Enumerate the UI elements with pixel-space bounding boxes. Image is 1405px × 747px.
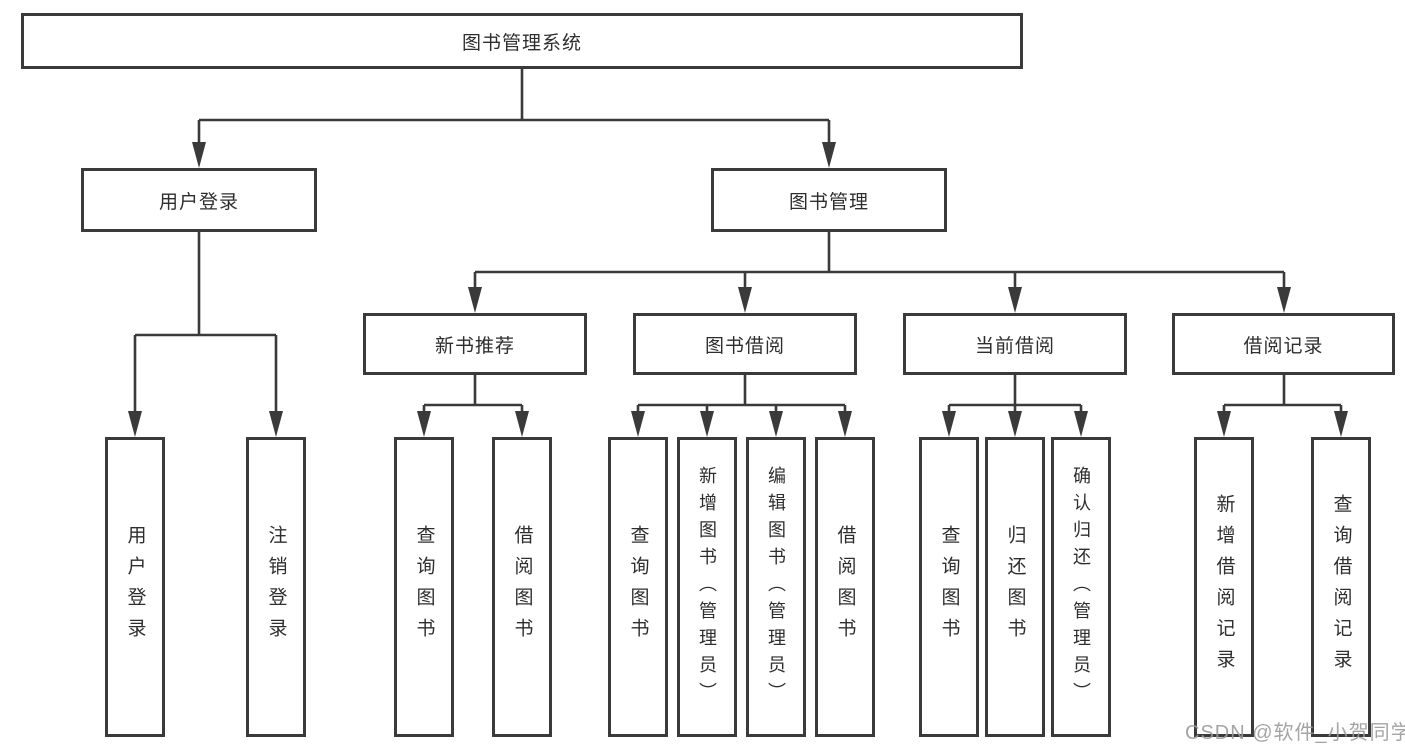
node-borrow-records: 借阅记录 xyxy=(1172,313,1395,375)
csdn-watermark: CSDN @软件_小贺同学 xyxy=(1185,722,1405,744)
leaf-query-books-recommend-label: 查询图书 xyxy=(413,525,435,649)
leaf-logout: 注销登录 xyxy=(246,437,306,737)
leaf-query-books-current: 查询图书 xyxy=(919,437,979,737)
leaf-add-borrow-record-label: 新增借阅记录 xyxy=(1213,494,1235,680)
leaf-query-books-borrow: 查询图书 xyxy=(608,437,668,737)
leaf-edit-books-admin-label: 编辑图书（管理员） xyxy=(766,465,786,709)
leaf-borrow-books-label: 借阅图书 xyxy=(834,525,856,649)
leaf-borrow-books-recommend: 借阅图书 xyxy=(492,437,552,737)
leaf-confirm-return-admin: 确认归还（管理员） xyxy=(1051,437,1111,737)
node-book-borrow-label: 图书借阅 xyxy=(704,335,785,357)
leaf-user-login-label: 用户登录 xyxy=(124,525,146,649)
leaf-query-borrow-record-label: 查询借阅记录 xyxy=(1330,494,1352,680)
arrowheads xyxy=(128,142,1348,437)
node-user-login: 用户登录 xyxy=(81,168,317,232)
leaf-borrow-books: 借阅图书 xyxy=(815,437,875,737)
node-book-borrow: 图书借阅 xyxy=(633,313,857,375)
leaf-confirm-return-admin-label: 确认归还（管理员） xyxy=(1071,465,1091,709)
node-borrow-records-label: 借阅记录 xyxy=(1243,335,1324,357)
leaf-add-borrow-record: 新增借阅记录 xyxy=(1194,437,1254,737)
node-current-borrow-label: 当前借阅 xyxy=(974,335,1055,357)
leaf-query-books-borrow-label: 查询图书 xyxy=(627,525,649,649)
leaf-edit-books-admin: 编辑图书（管理员） xyxy=(746,437,806,737)
leaf-return-books-label: 归还图书 xyxy=(1004,525,1026,649)
leaf-return-books: 归还图书 xyxy=(985,437,1045,737)
node-new-book-recommend: 新书推荐 xyxy=(363,313,587,375)
leaf-user-login: 用户登录 xyxy=(105,437,165,737)
leaf-query-books-current-label: 查询图书 xyxy=(938,525,960,649)
leaf-query-books-recommend: 查询图书 xyxy=(394,437,454,737)
node-user-login-label: 用户登录 xyxy=(158,191,239,213)
leaf-add-books-admin: 新增图书（管理员） xyxy=(677,437,737,737)
node-current-borrow: 当前借阅 xyxy=(903,313,1127,375)
node-book-management-label: 图书管理 xyxy=(788,191,869,213)
leaf-query-borrow-record: 查询借阅记录 xyxy=(1311,437,1371,737)
leaf-borrow-books-recommend-label: 借阅图书 xyxy=(511,525,533,649)
node-root-label: 图书管理系统 xyxy=(461,32,582,54)
leaf-add-books-admin-label: 新增图书（管理员） xyxy=(697,465,717,709)
node-book-management: 图书管理 xyxy=(711,168,947,232)
leaf-logout-label: 注销登录 xyxy=(265,525,287,649)
node-new-book-recommend-label: 新书推荐 xyxy=(434,335,515,357)
node-root-system: 图书管理系统 xyxy=(21,13,1023,69)
